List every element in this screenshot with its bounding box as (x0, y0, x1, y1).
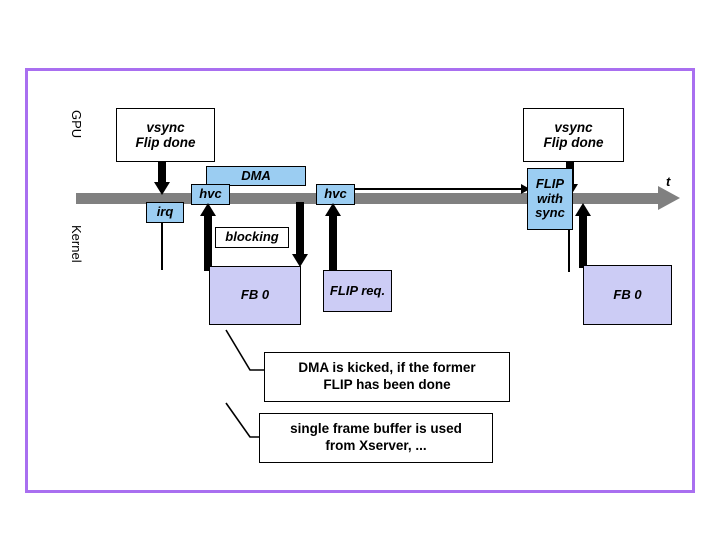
vsync-flip-done-box-right: vsync Flip done (523, 108, 624, 162)
label-blocking-text: blocking (225, 229, 279, 245)
callout-1-line1: DMA is kicked, if the former (298, 360, 476, 376)
vsync-right-thin-connector (568, 197, 570, 272)
arrow-dma-to-fb0-shaft (296, 202, 304, 256)
block-dma-label: DMA (241, 167, 271, 183)
callout-2-line2: from Xserver, ... (325, 438, 427, 453)
block-fb0-left: FB 0 (209, 266, 301, 325)
block-fb0-right-label: FB 0 (613, 286, 642, 302)
arrow-flipreq-to-hvc-head (324, 203, 341, 216)
block-irq: irq (146, 202, 184, 223)
block-flip-with-sync: FLIP with sync (527, 168, 573, 230)
vsync-label-right-line2: Flip done (543, 135, 604, 150)
block-flip-with-sync-line2: with (537, 190, 563, 206)
arrow-dma-to-fb0-head (291, 254, 308, 267)
vsync-label-left-line2: Flip done (135, 135, 196, 150)
connector-hvc-to-flipsync (355, 188, 523, 190)
block-flip-req: FLIP req. (323, 270, 392, 312)
block-irq-label: irq (156, 204, 174, 220)
callout-1-line2: FLIP has been done (323, 377, 451, 392)
block-flip-with-sync-line1: FLIP (535, 176, 565, 192)
timeline-arrowhead (658, 186, 680, 210)
irq-thin-connector (161, 223, 163, 270)
arrow-flipreq-to-hvc-shaft (329, 215, 337, 271)
block-hvc-second-label: hvc (324, 186, 347, 202)
lane-label-gpu: GPU (69, 110, 84, 139)
block-hvc-first: hvc (191, 184, 230, 205)
block-flip-with-sync-line3: sync (535, 205, 565, 221)
arrow-fb0-to-hvc-shaft (204, 215, 212, 271)
arrow-vsync-to-irq-head (153, 182, 170, 195)
label-blocking: blocking (215, 227, 289, 248)
connector-hvc-to-flipsync-head (521, 184, 530, 194)
timeline-axis (76, 193, 660, 204)
lane-label-kernel: Kernel (69, 225, 84, 263)
block-dma: DMA (206, 166, 306, 186)
arrow-fb0-right-shaft (579, 215, 587, 268)
block-hvc-second: hvc (316, 184, 355, 205)
arrow-vsync-to-irq-shaft (158, 162, 166, 184)
block-flip-req-label: FLIP req. (329, 282, 386, 298)
arrow-fb0-right-head (574, 203, 591, 216)
callout-box-single-framebuffer: single frame buffer is used from Xserver… (259, 413, 493, 463)
slide-border (25, 68, 695, 493)
callout-2-line1: single frame buffer is used (290, 421, 462, 437)
time-axis-label: t (666, 174, 671, 189)
callout-box-dma-kicked: DMA is kicked, if the former FLIP has be… (264, 352, 510, 402)
block-fb0-left-label: FB 0 (240, 287, 270, 303)
vsync-label-right-line1: vsync (554, 119, 593, 135)
vsync-label-left-line1: vsync (146, 119, 185, 135)
vsync-flip-done-box-left: vsync Flip done (116, 108, 215, 162)
arrow-fb0-to-hvc-head (199, 203, 216, 216)
block-hvc-first-label: hvc (199, 186, 222, 202)
block-fb0-right: FB 0 (583, 265, 672, 325)
